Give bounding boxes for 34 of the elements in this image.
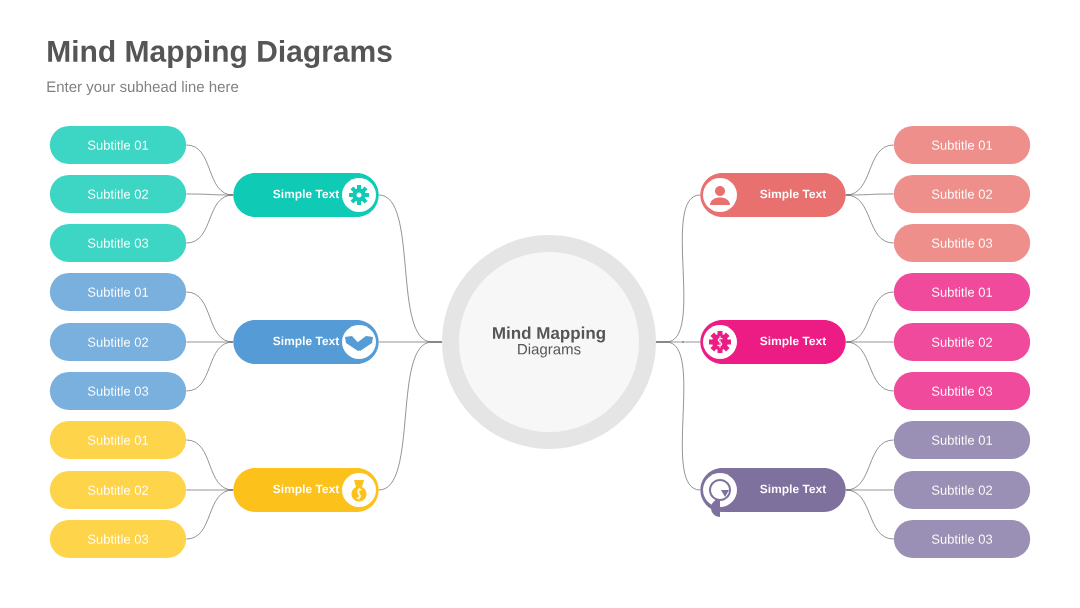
- subtitle-pill: Subtitle 01: [893, 126, 1031, 164]
- subtitle-pill: Subtitle 03: [49, 372, 187, 410]
- subtitle-pill: Subtitle 03: [893, 372, 1031, 410]
- connector: [186, 489, 234, 540]
- connector: [655, 341, 701, 491]
- connector: [845, 193, 894, 196]
- title: Mind Mapping Diagrams: [48, 39, 392, 69]
- connector: [186, 194, 234, 244]
- connector: [845, 489, 894, 491]
- connector: [186, 341, 234, 343]
- subtitle-pill: Subtitle 01: [49, 273, 187, 311]
- connector: [845, 341, 894, 392]
- subtitle-pill: Subtitle 02: [893, 323, 1031, 361]
- subtitle-pill: Subtitle 01: [893, 273, 1031, 311]
- subtitle-pill: Subtitle 02: [49, 471, 187, 509]
- subhead: Enter your subhead line here: [47, 81, 239, 95]
- subtitle-pill: Subtitle 01: [49, 126, 187, 164]
- connector: [845, 341, 894, 343]
- subtitle-pill: Subtitle 03: [49, 224, 187, 262]
- subtitle-pill: Subtitle 01: [893, 421, 1031, 459]
- subtitle-pill: Subtitle 02: [49, 323, 187, 361]
- subtitle-pill: Subtitle 02: [893, 175, 1031, 213]
- subtitle-pill: Subtitle 03: [49, 520, 187, 558]
- connector: [845, 489, 894, 540]
- subtitle-pill: Subtitle 02: [893, 471, 1031, 509]
- connector: [186, 489, 234, 491]
- subtitle-pill: Subtitle 03: [893, 224, 1031, 262]
- connector: [186, 341, 234, 392]
- subtitle-pill: Subtitle 01: [49, 421, 187, 459]
- subtitle-pill: Subtitle 03: [893, 520, 1031, 558]
- connector: [186, 193, 234, 196]
- connector: [378, 341, 443, 491]
- connector: [845, 194, 894, 244]
- subtitle-pill: Subtitle 02: [49, 175, 187, 213]
